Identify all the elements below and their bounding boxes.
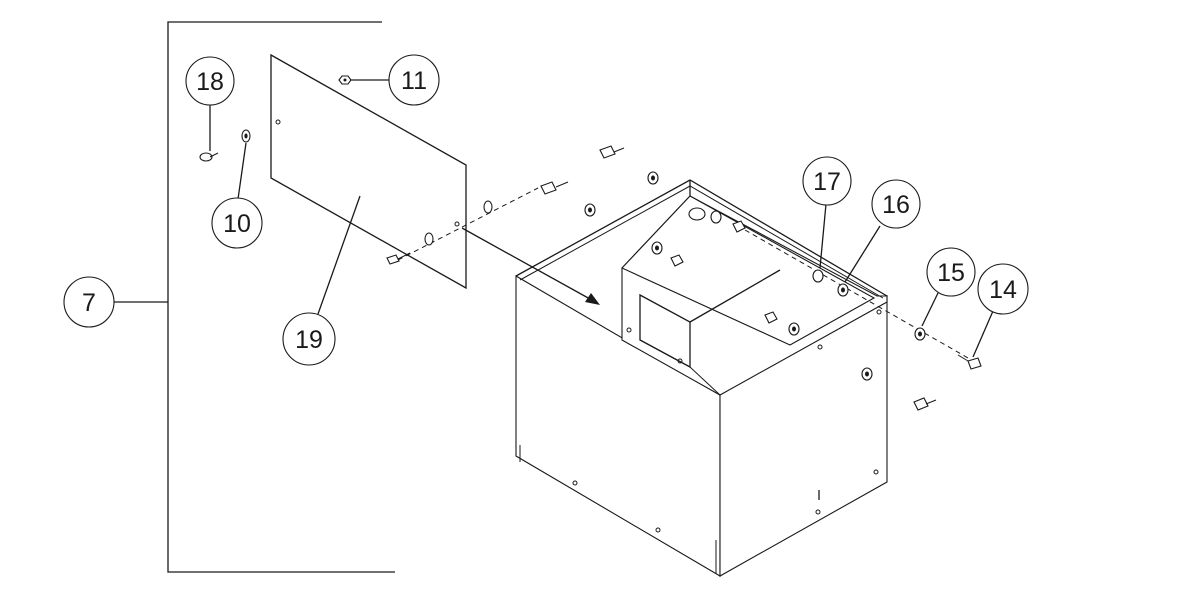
callout-14-label: 14: [989, 276, 1017, 304]
callout-14: 14: [977, 263, 1029, 315]
callout-16-label: 16: [882, 191, 910, 219]
callout-11: 11: [388, 54, 440, 106]
screw-18: [199, 104, 219, 162]
leader-19: [317, 195, 361, 315]
callout-7-label: 7: [82, 289, 96, 317]
callout-19-label: 19: [295, 326, 323, 354]
cover-plate: [270, 53, 467, 290]
callout-10-label: 10: [223, 210, 251, 238]
lower-bolt: [913, 397, 937, 411]
callout-16: 16: [871, 179, 921, 229]
callout-11-label: 11: [401, 67, 427, 95]
nut-11: [338, 75, 389, 85]
callout-17-label: 17: [813, 168, 841, 196]
callout-18-label: 18: [196, 68, 224, 96]
box-housing: [515, 179, 888, 577]
callout-10: 10: [211, 197, 263, 249]
callout-18: 18: [185, 56, 235, 106]
callout-7: 7: [63, 276, 115, 328]
group-bracket: [114, 21, 395, 573]
washer-10: [237, 129, 251, 200]
cover-fastener-line: [386, 181, 569, 265]
callout-15: 15: [926, 247, 976, 297]
loose-bolts: [584, 145, 659, 217]
callout-19: 19: [282, 312, 336, 366]
side-fastener-stack: [744, 203, 994, 370]
callout-15-label: 15: [937, 259, 965, 287]
callout-17: 17: [802, 156, 852, 206]
insertion-arrow: [461, 227, 600, 305]
